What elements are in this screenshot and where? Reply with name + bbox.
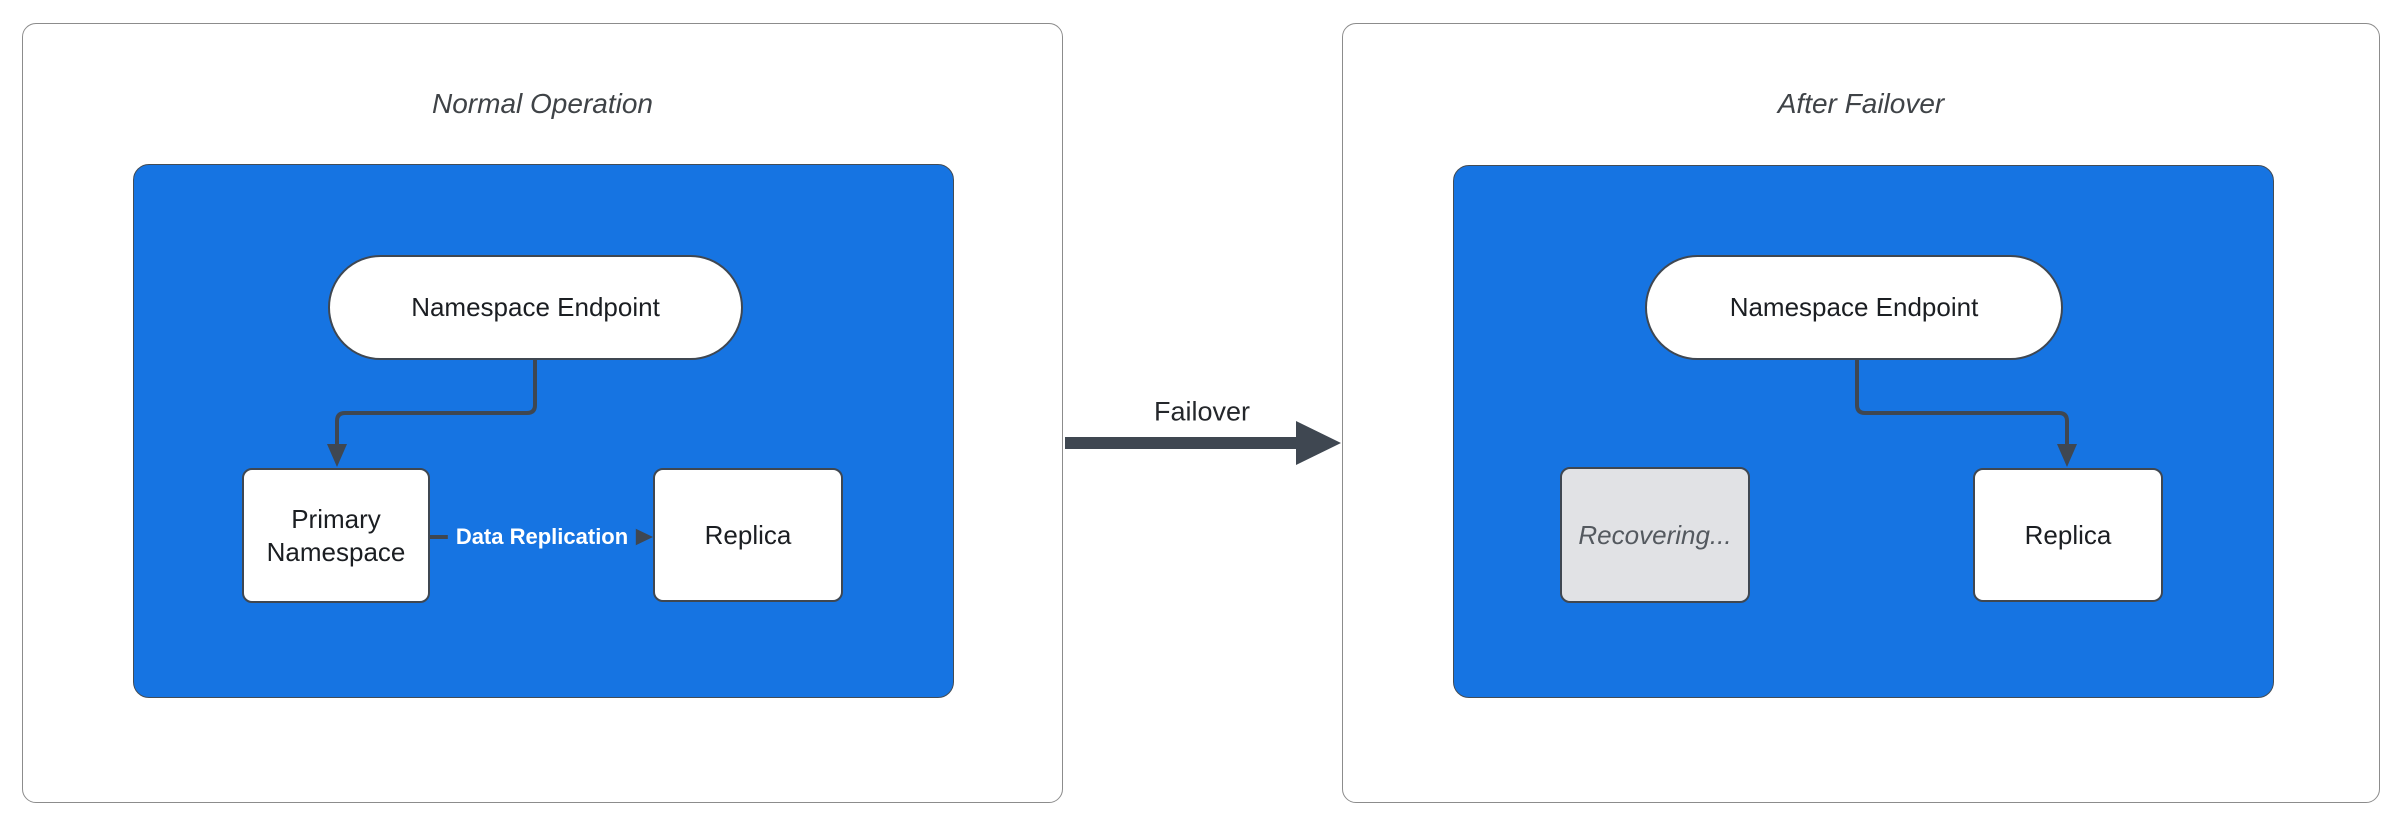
- namespace-container-normal: [133, 164, 954, 698]
- panel-normal-operation: Normal Operation: [22, 23, 1063, 803]
- node-namespace-endpoint-after: Namespace Endpoint: [1645, 255, 2063, 360]
- namespace-container-after: [1453, 165, 2274, 698]
- node-recovering: Recovering...: [1560, 467, 1750, 603]
- node-namespace-endpoint-normal: Namespace Endpoint: [328, 255, 743, 360]
- edge-label-data-replication: Data Replication: [447, 522, 637, 552]
- node-replica-normal: Replica: [653, 468, 843, 602]
- transition-label-failover: Failover: [1147, 396, 1257, 428]
- panel-after-failover: After Failover: [1342, 23, 2380, 803]
- arrowhead-icon: [1296, 421, 1341, 465]
- node-replica-after: Replica: [1973, 468, 2163, 602]
- node-primary-namespace: Primary Namespace: [242, 468, 430, 603]
- panel-title-after-failover: After Failover: [1777, 88, 1945, 119]
- panel-title-normal-operation: Normal Operation: [432, 88, 653, 119]
- edge-failover-transition: [1065, 421, 1341, 465]
